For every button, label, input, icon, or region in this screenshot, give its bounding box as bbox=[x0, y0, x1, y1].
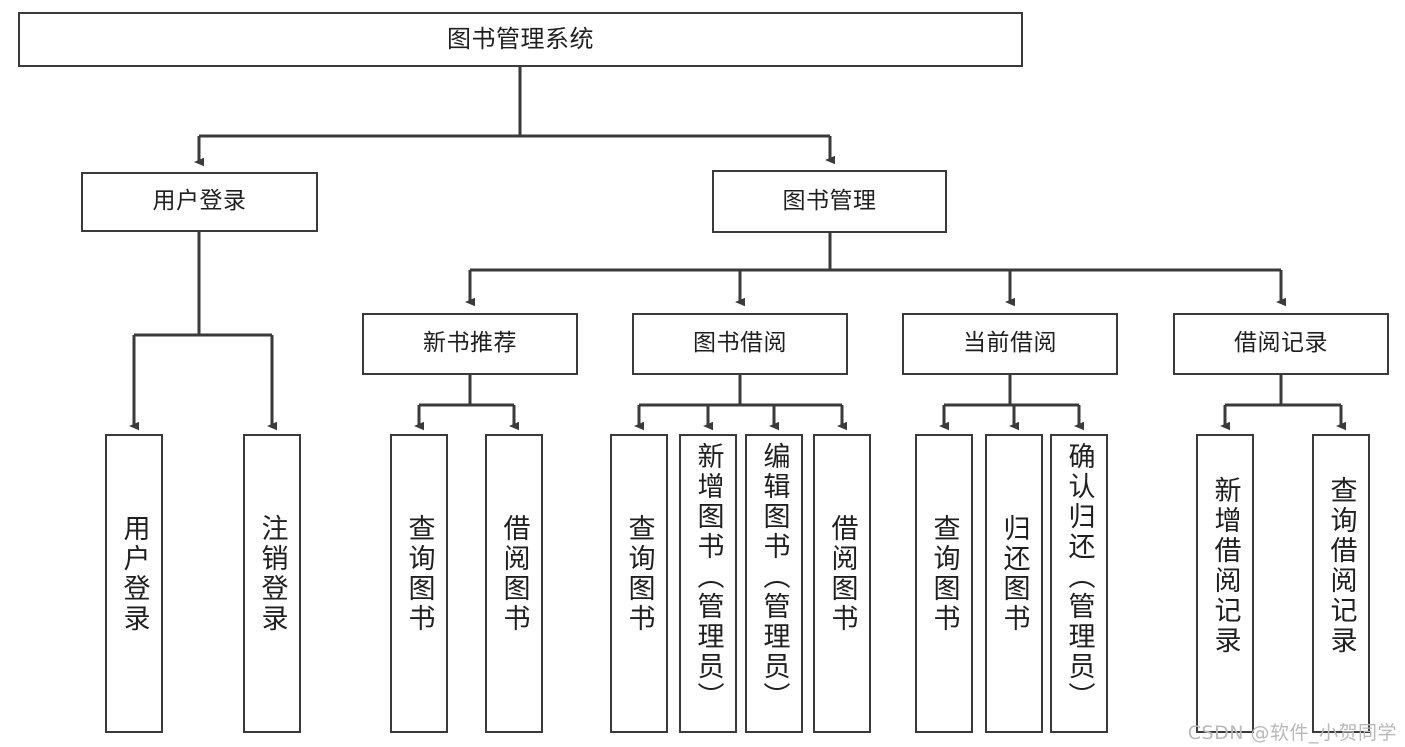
node-leaf-query-record-label: 查询借阅记录 bbox=[1325, 476, 1357, 656]
node-leaf-query-book-3[interactable]: 查询图书 bbox=[915, 434, 973, 733]
node-leaf-borrow-book-2[interactable]: 借阅图书 bbox=[813, 434, 871, 733]
node-leaf-confirm-return[interactable]: 确认归还（管理员） bbox=[1050, 434, 1108, 733]
node-root-label: 图书管理系统 bbox=[447, 25, 594, 54]
node-current-borrow-label: 当前借阅 bbox=[963, 330, 1057, 357]
node-leaf-return-book-label: 归还图书 bbox=[998, 514, 1030, 634]
node-leaf-add-record[interactable]: 新增借阅记录 bbox=[1196, 434, 1254, 733]
node-user-login-label: 用户登录 bbox=[152, 188, 247, 215]
node-leaf-add-book[interactable]: 新增图书（管理员） bbox=[679, 434, 737, 733]
node-leaf-borrow-book-1[interactable]: 借阅图书 bbox=[485, 434, 543, 733]
node-leaf-query-book-2-label: 查询图书 bbox=[623, 514, 655, 634]
node-leaf-user-logout[interactable]: 注销登录 bbox=[243, 434, 301, 733]
node-leaf-user-logout-label: 注销登录 bbox=[256, 514, 288, 634]
node-leaf-user-login-label: 用户登录 bbox=[118, 514, 150, 634]
node-leaf-query-book-3-label: 查询图书 bbox=[928, 514, 960, 634]
node-leaf-user-login[interactable]: 用户登录 bbox=[105, 434, 163, 733]
node-root[interactable]: 图书管理系统 bbox=[18, 12, 1023, 67]
node-leaf-return-book[interactable]: 归还图书 bbox=[985, 434, 1043, 733]
node-leaf-borrow-book-1-label: 借阅图书 bbox=[498, 514, 530, 634]
node-new-book-rec-label: 新书推荐 bbox=[423, 330, 517, 357]
node-user-login[interactable]: 用户登录 bbox=[81, 172, 318, 232]
node-book-manage[interactable]: 图书管理 bbox=[712, 170, 947, 233]
node-leaf-borrow-book-2-label: 借阅图书 bbox=[826, 514, 858, 634]
node-leaf-query-record[interactable]: 查询借阅记录 bbox=[1312, 434, 1370, 733]
node-leaf-add-record-label: 新增借阅记录 bbox=[1209, 476, 1241, 656]
node-new-book-rec[interactable]: 新书推荐 bbox=[362, 313, 578, 375]
node-leaf-edit-book[interactable]: 编辑图书（管理员） bbox=[745, 434, 803, 733]
node-leaf-confirm-return-label: 确认归还（管理员） bbox=[1063, 442, 1095, 712]
node-book-borrow[interactable]: 图书借阅 bbox=[632, 313, 848, 375]
node-borrow-record[interactable]: 借阅记录 bbox=[1173, 313, 1389, 375]
node-leaf-query-book-2[interactable]: 查询图书 bbox=[610, 434, 668, 733]
watermark-text: CSDN @软件_小贺同学 bbox=[1187, 722, 1397, 744]
node-leaf-edit-book-label: 编辑图书（管理员） bbox=[758, 442, 790, 712]
node-leaf-query-book-1-label: 查询图书 bbox=[403, 514, 435, 634]
node-book-manage-label: 图书管理 bbox=[782, 187, 877, 214]
node-leaf-query-book-1[interactable]: 查询图书 bbox=[390, 434, 448, 733]
node-current-borrow[interactable]: 当前借阅 bbox=[902, 313, 1118, 375]
node-leaf-add-book-label: 新增图书（管理员） bbox=[692, 442, 724, 712]
node-borrow-record-label: 借阅记录 bbox=[1234, 330, 1328, 357]
node-book-borrow-label: 图书借阅 bbox=[693, 330, 787, 357]
